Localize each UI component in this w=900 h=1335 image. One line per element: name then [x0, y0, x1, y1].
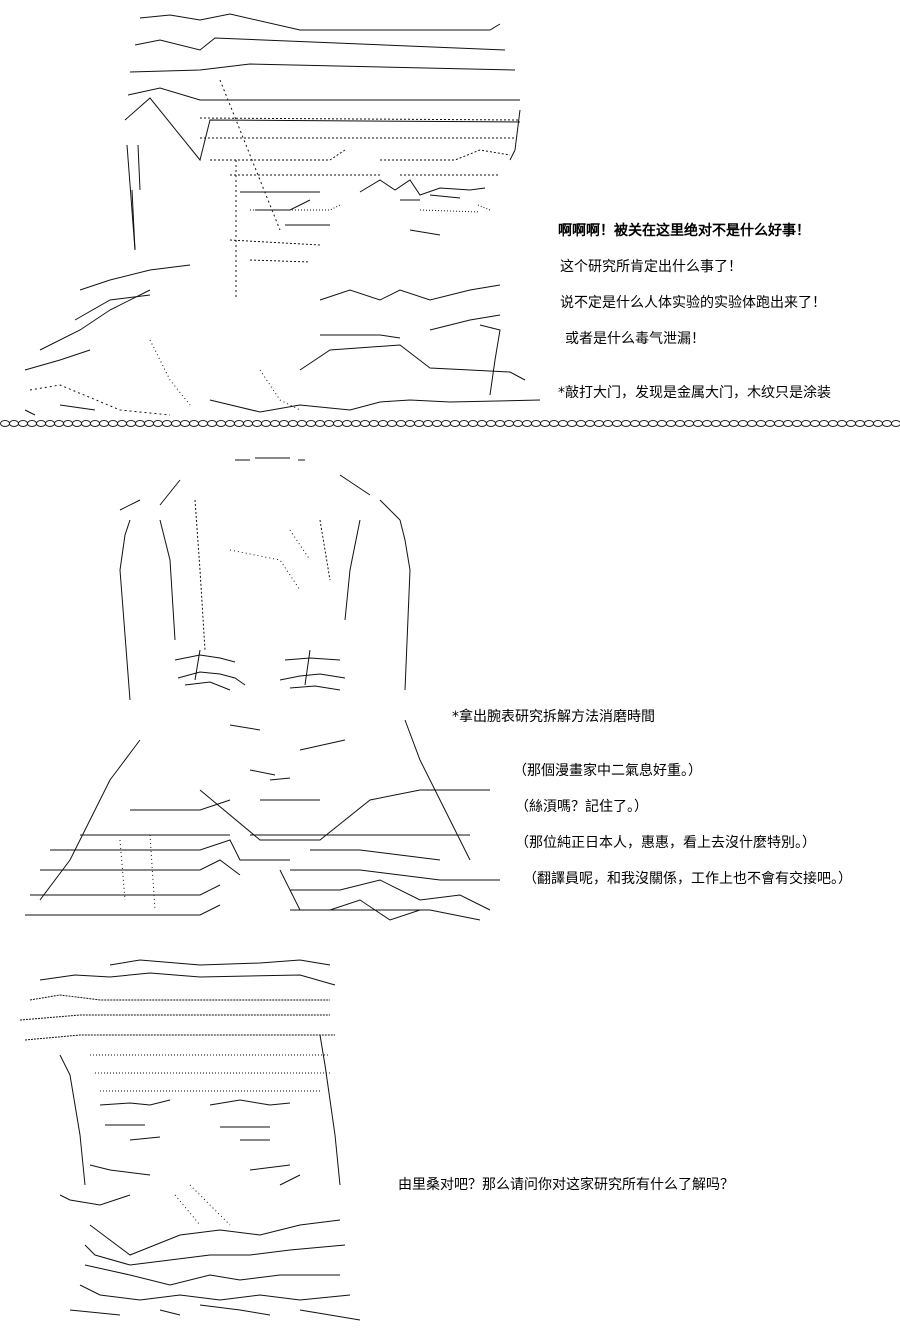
- panel-1-line-5: *敲打大门，发现是金属大门，木纹只是涂装: [558, 385, 831, 401]
- panel-3-line-1: 由里桑对吧？那么请问你对这家研究所有什么了解吗？: [398, 1177, 734, 1193]
- panel-1-line-3: 说不定是什么人体实验的实验体跑出来了！: [560, 295, 826, 311]
- panel-2-line-1: *拿出腕表研究拆解方法消磨時間: [452, 709, 655, 725]
- divider-oval: [891, 420, 900, 427]
- panel-1-line-4: 或者是什么毒气泄漏！: [565, 331, 705, 347]
- panel-2-line-5: （翻譯員呢，和我沒關係，工作上也不會有交接吧。）: [523, 871, 852, 887]
- panel-2-ascii-art: [0, 440, 900, 940]
- panel-1-line-1: 啊啊啊！被关在这里绝对不是什么好事！: [558, 223, 810, 239]
- panel-2-line-3: （絲湏嗎？記住了。）: [515, 799, 648, 815]
- panel-1-line-2: 这个研究所肯定出什么事了！: [560, 259, 742, 275]
- panel-2-line-4: （那位純正日本人，惠惠，看上去沒什麼特別。）: [515, 835, 816, 851]
- panel-2-line-2: （那個漫畫家中二氣息好重。）: [513, 763, 702, 779]
- panel-3-ascii-art: [0, 955, 900, 1335]
- panel-1-ascii-art: [0, 0, 900, 420]
- panel-divider: [0, 420, 900, 434]
